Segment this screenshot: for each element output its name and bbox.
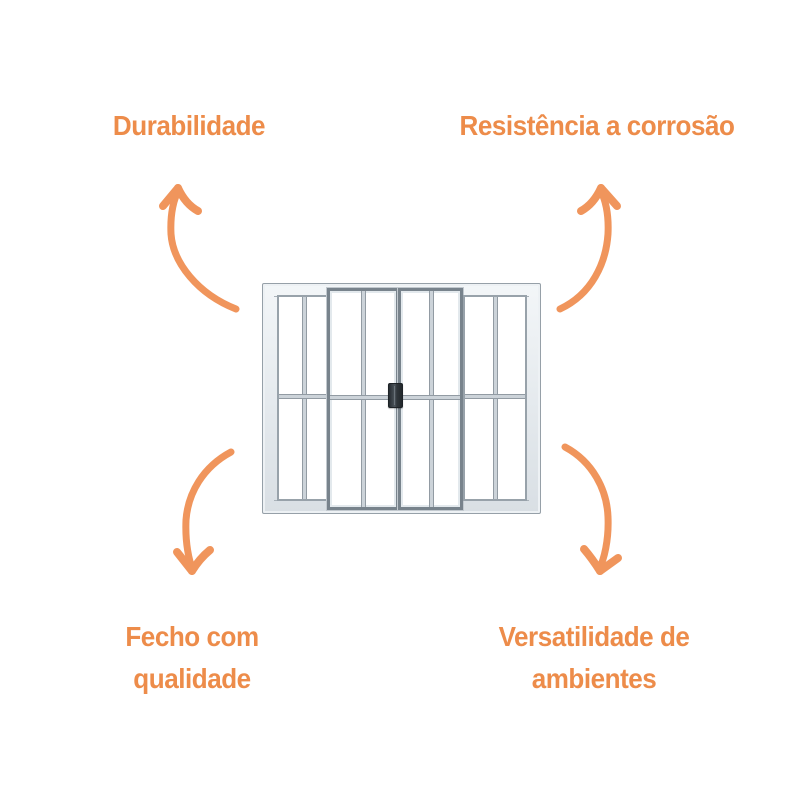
curved-arrow-down-right-icon [561,443,622,575]
window-panel-sliding-right [398,288,463,510]
glazing-bar-horizontal [330,394,396,400]
glazing-bar-horizontal [279,393,328,399]
glazing-bar-horizontal [465,393,525,399]
feature-label-versatilidade-ambientes: Versatilidade de ambientes [498,621,690,694]
window-panel-sliding-left [327,288,399,510]
curved-arrow-down-left-icon [173,448,235,575]
window-panel-fixed-left [277,295,330,501]
window-lock [388,383,403,408]
curved-arrow-up-left-icon [159,184,240,313]
window-panel-fixed-right [463,295,527,501]
feature-label-durabilidade: Durabilidade [112,110,266,141]
sliding-window-illustration [262,283,541,514]
feature-label-fecho-qualidade: Fecho com qualidade [125,621,259,694]
curved-arrow-up-right-icon [556,184,621,313]
glazing-bar-horizontal [401,394,460,400]
feature-label-resistencia-corrosao: Resistência a corrosão [459,110,735,141]
